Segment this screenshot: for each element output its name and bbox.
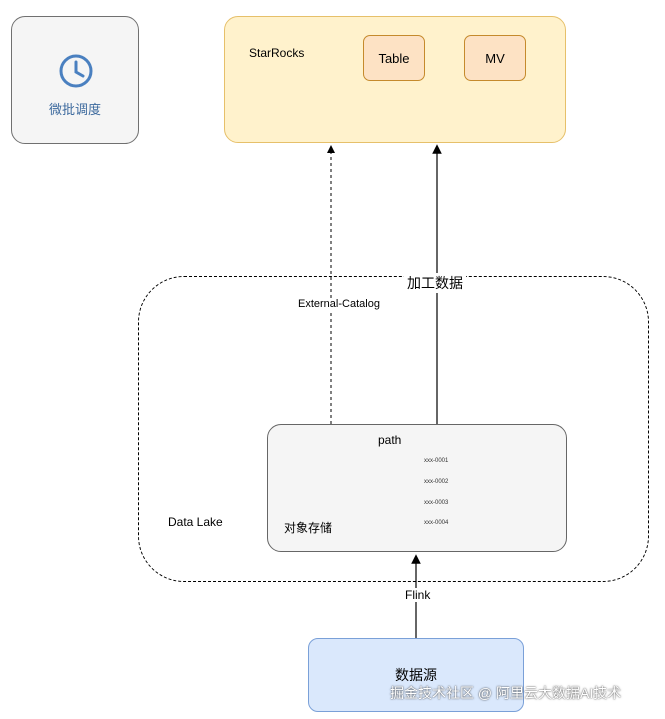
file-label: xxx-0001 <box>424 458 449 464</box>
data-lake-label: Data Lake <box>168 515 223 529</box>
processing-label: 加工数据 <box>404 273 466 293</box>
mv-node[interactable]: MV <box>464 35 526 81</box>
data-source-node[interactable]: 数据源 <box>308 638 524 712</box>
starrocks-node[interactable]: StarRocks Table MV <box>224 16 566 143</box>
object-storage-label: 对象存储 <box>284 521 333 535</box>
file-label: xxx-0003 <box>424 500 449 506</box>
scheduler-label: 微批调度 <box>48 102 101 117</box>
file-label: xxx-0004 <box>424 520 449 526</box>
watermark: 掘金技术社区 @ 阿里云大数据AI技术 <box>390 685 622 701</box>
starrocks-title: StarRocks <box>249 46 305 60</box>
path-label: path <box>378 433 402 447</box>
clock-icon <box>56 51 96 96</box>
external-catalog-label: External-Catalog <box>296 298 382 310</box>
micro-batch-scheduler-node[interactable]: 微批调度 <box>11 16 139 144</box>
data-lake-container <box>138 276 649 582</box>
object-storage-node[interactable]: path 对象存储 <box>267 424 567 552</box>
file-label: xxx-0002 <box>424 479 449 485</box>
table-node[interactable]: Table <box>363 35 425 81</box>
flink-label: Flink <box>403 588 433 602</box>
data-source-label: 数据源 <box>395 667 437 683</box>
